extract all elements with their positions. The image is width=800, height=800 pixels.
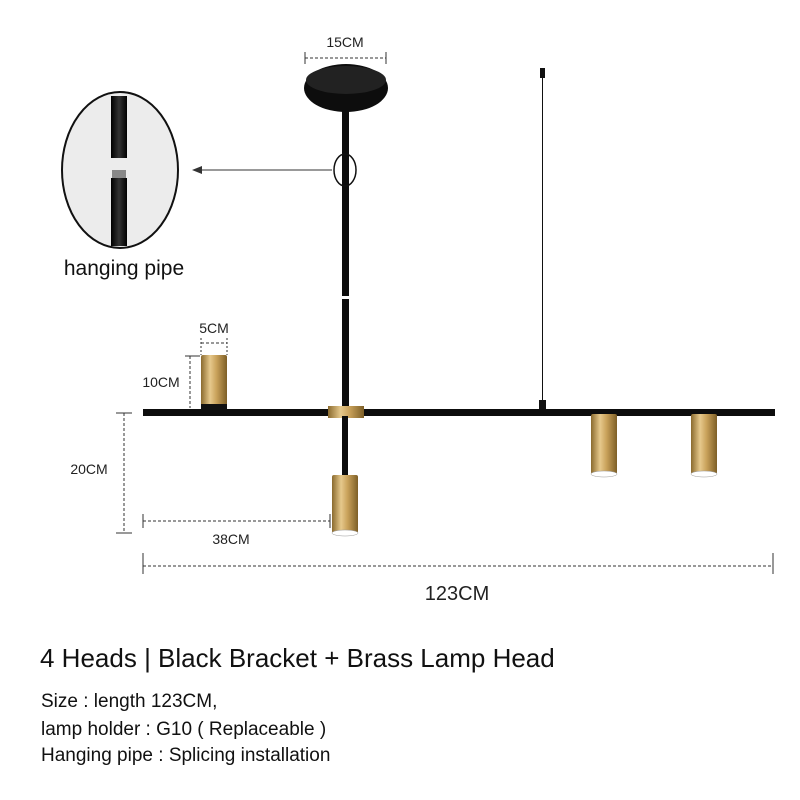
- spec-lamp-holder: lamp holder : G10 ( Replaceable ): [41, 719, 327, 740]
- callout-label: hanging pipe: [64, 257, 184, 280]
- dimension-head-height: 10CM: [142, 355, 200, 408]
- spec-size: Size : length 123CM,: [41, 691, 218, 712]
- dimension-drop-height: 20CM: [70, 412, 132, 534]
- lamp-head-top: [201, 355, 227, 410]
- suspension-wire: [539, 68, 546, 410]
- dim-label-head-height: 10CM: [142, 374, 179, 390]
- joint-callout-marker: [333, 153, 357, 187]
- lamp-head-center: [331, 475, 359, 537]
- dim-label-offset: 38CM: [212, 531, 249, 547]
- horizontal-bracket: [143, 406, 775, 418]
- dimension-base-width: 15CM: [304, 34, 387, 64]
- callout-arrow: [192, 166, 332, 174]
- lamp-head-right-1: [590, 414, 618, 478]
- spec-hanging-pipe: Hanging pipe : Splicing installation: [41, 745, 331, 766]
- hanging-pipe: [342, 96, 349, 411]
- dimension-offset: 38CM: [142, 514, 331, 547]
- lamp-head-right-2: [690, 414, 718, 478]
- dim-label-drop-height: 20CM: [70, 461, 107, 477]
- dim-label-base: 15CM: [326, 34, 363, 50]
- dimension-total-length: 123CM: [142, 553, 774, 605]
- dim-label-total-length: 123CM: [425, 583, 489, 605]
- dim-label-head-width: 5CM: [199, 320, 229, 336]
- product-title: 4 Heads | Black Bracket + Brass Lamp Hea…: [40, 643, 555, 673]
- lower-stem: [342, 416, 348, 476]
- dimension-head-width: 5CM: [199, 320, 229, 355]
- ceiling-canopy: [304, 64, 388, 112]
- magnified-pipe-joint: [61, 91, 179, 249]
